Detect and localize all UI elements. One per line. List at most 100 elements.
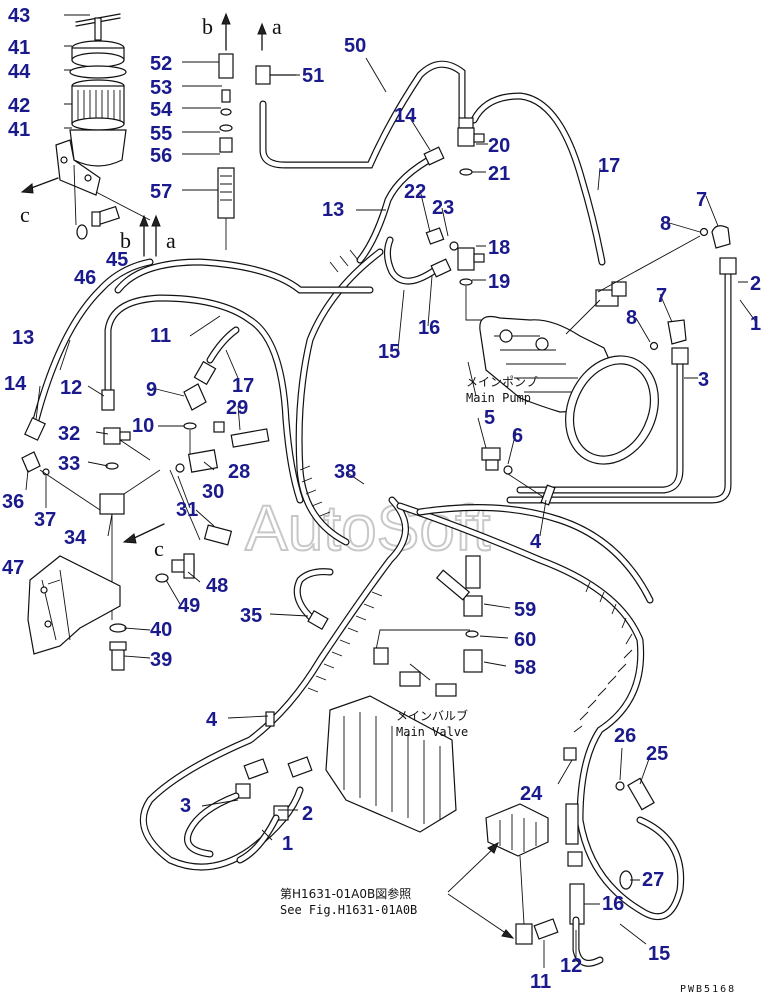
- part-number: 15: [648, 943, 670, 965]
- see-fig-label-jp: 第H1631-01A0B図参照: [280, 886, 411, 901]
- part-number: 10: [132, 415, 154, 437]
- filter-assembly: [20, 13, 161, 257]
- part-number: 14: [394, 105, 417, 127]
- bracket-47: [27, 553, 195, 671]
- part-number: 40: [150, 619, 172, 641]
- arrow-label-b-top: b: [202, 14, 213, 39]
- spiral-wrap: [299, 249, 633, 733]
- part-number: 41: [8, 119, 30, 141]
- part-number: 17: [232, 375, 254, 397]
- part-number: 2: [302, 803, 313, 825]
- part-number: 27: [642, 869, 664, 891]
- main-pump-label-en: Main Pump: [466, 391, 531, 405]
- part-number: 11: [150, 325, 171, 347]
- part-number: 34: [64, 527, 87, 549]
- part-number: 31: [176, 499, 198, 521]
- part-number: 59: [514, 599, 536, 621]
- part-number: 60: [514, 629, 536, 651]
- part-number: 13: [12, 327, 34, 349]
- see-fig-label-en: See Fig.H1631-01A0B: [280, 903, 417, 917]
- fitting-stack: [217, 12, 235, 250]
- part-number: 3: [698, 369, 709, 391]
- part-number: 58: [514, 657, 536, 679]
- part-number: 33: [58, 453, 80, 475]
- part-number: 44: [8, 61, 31, 83]
- main-valve-label-en: Main Valve: [396, 725, 468, 739]
- arrow-label-a-top: a: [272, 14, 282, 39]
- part-number: 30: [202, 481, 224, 503]
- part-number: 57: [150, 181, 172, 203]
- part-number: 4: [530, 531, 542, 553]
- main-pump-label-jp: メインポンプ: [466, 375, 538, 389]
- part-number: 15: [378, 341, 400, 363]
- part-number: 51: [302, 65, 324, 87]
- main-valve: [184, 695, 457, 864]
- part-number: 17: [598, 155, 620, 177]
- part-number: 26: [614, 725, 636, 747]
- part-number: 37: [34, 509, 56, 531]
- fittings-58-60: [373, 555, 483, 697]
- part-number: 16: [418, 317, 440, 339]
- part-number: 47: [2, 557, 24, 579]
- arrow-label-c-top: c: [20, 202, 30, 227]
- part-number: 2: [750, 273, 761, 295]
- part-number: 13: [322, 199, 344, 221]
- part-number: 56: [150, 145, 172, 167]
- part-number: 50: [344, 35, 366, 57]
- part-number: 39: [150, 649, 172, 671]
- part-number: 8: [626, 307, 637, 329]
- part-number: 11: [530, 971, 551, 993]
- part-number: 24: [520, 783, 543, 805]
- drawing-code: PWB5168: [680, 984, 736, 995]
- part-number: 1: [750, 313, 761, 335]
- part-number: 45: [106, 249, 128, 271]
- part-number: 6: [512, 425, 523, 447]
- part-number: 20: [488, 135, 510, 157]
- part-number: 7: [656, 285, 667, 307]
- part-number: 19: [488, 271, 510, 293]
- arrow-label-c-mid: c: [154, 536, 164, 561]
- part-number: 23: [432, 197, 454, 219]
- part-number: 53: [150, 77, 172, 99]
- arrow-label-b-mid: b: [120, 228, 131, 253]
- part-number: 46: [74, 267, 96, 289]
- part-number: 22: [404, 181, 426, 203]
- part-number: 38: [334, 461, 356, 483]
- main-pump: [479, 281, 659, 465]
- pump-elbows: [597, 225, 731, 351]
- main-valve-label-jp: メインバルブ: [396, 708, 468, 723]
- part-number: 49: [178, 595, 200, 617]
- part-number: 54: [150, 99, 173, 121]
- tee-fitting-20: [423, 117, 485, 176]
- part-number: 28: [228, 461, 250, 483]
- part-number-labels: 43 41 44 42 41 46 45 52 53 54 55 56 57 5…: [2, 5, 761, 993]
- fitting-51: [255, 22, 297, 85]
- part-number: 16: [602, 893, 624, 915]
- part-number: 21: [488, 163, 510, 185]
- part-number: 14: [4, 373, 27, 395]
- watermark: AutoSoft: [245, 492, 491, 564]
- arrow-label-a-mid: a: [166, 228, 176, 253]
- part-number: 35: [240, 605, 262, 627]
- part-number: 7: [696, 189, 707, 211]
- part-number: 32: [58, 423, 80, 445]
- part-number: 1: [282, 833, 293, 855]
- part-number: 4: [206, 709, 218, 731]
- part-number: 42: [8, 95, 30, 117]
- part-number: 18: [488, 237, 510, 259]
- part-number: 55: [150, 123, 172, 145]
- tee-fitting-18: [425, 227, 496, 321]
- part-number: 52: [150, 53, 172, 75]
- part-number: 9: [146, 379, 157, 401]
- part-number: 41: [8, 37, 30, 59]
- fittings-5-6: [481, 447, 556, 506]
- part-number: 36: [2, 491, 24, 513]
- part-number: 48: [206, 575, 228, 597]
- part-number: 25: [646, 743, 668, 765]
- part-number: 5: [484, 407, 495, 429]
- part-number: 3: [180, 795, 191, 817]
- part-number: 12: [60, 377, 82, 399]
- part-number: 43: [8, 5, 30, 27]
- part-number: 29: [226, 397, 248, 419]
